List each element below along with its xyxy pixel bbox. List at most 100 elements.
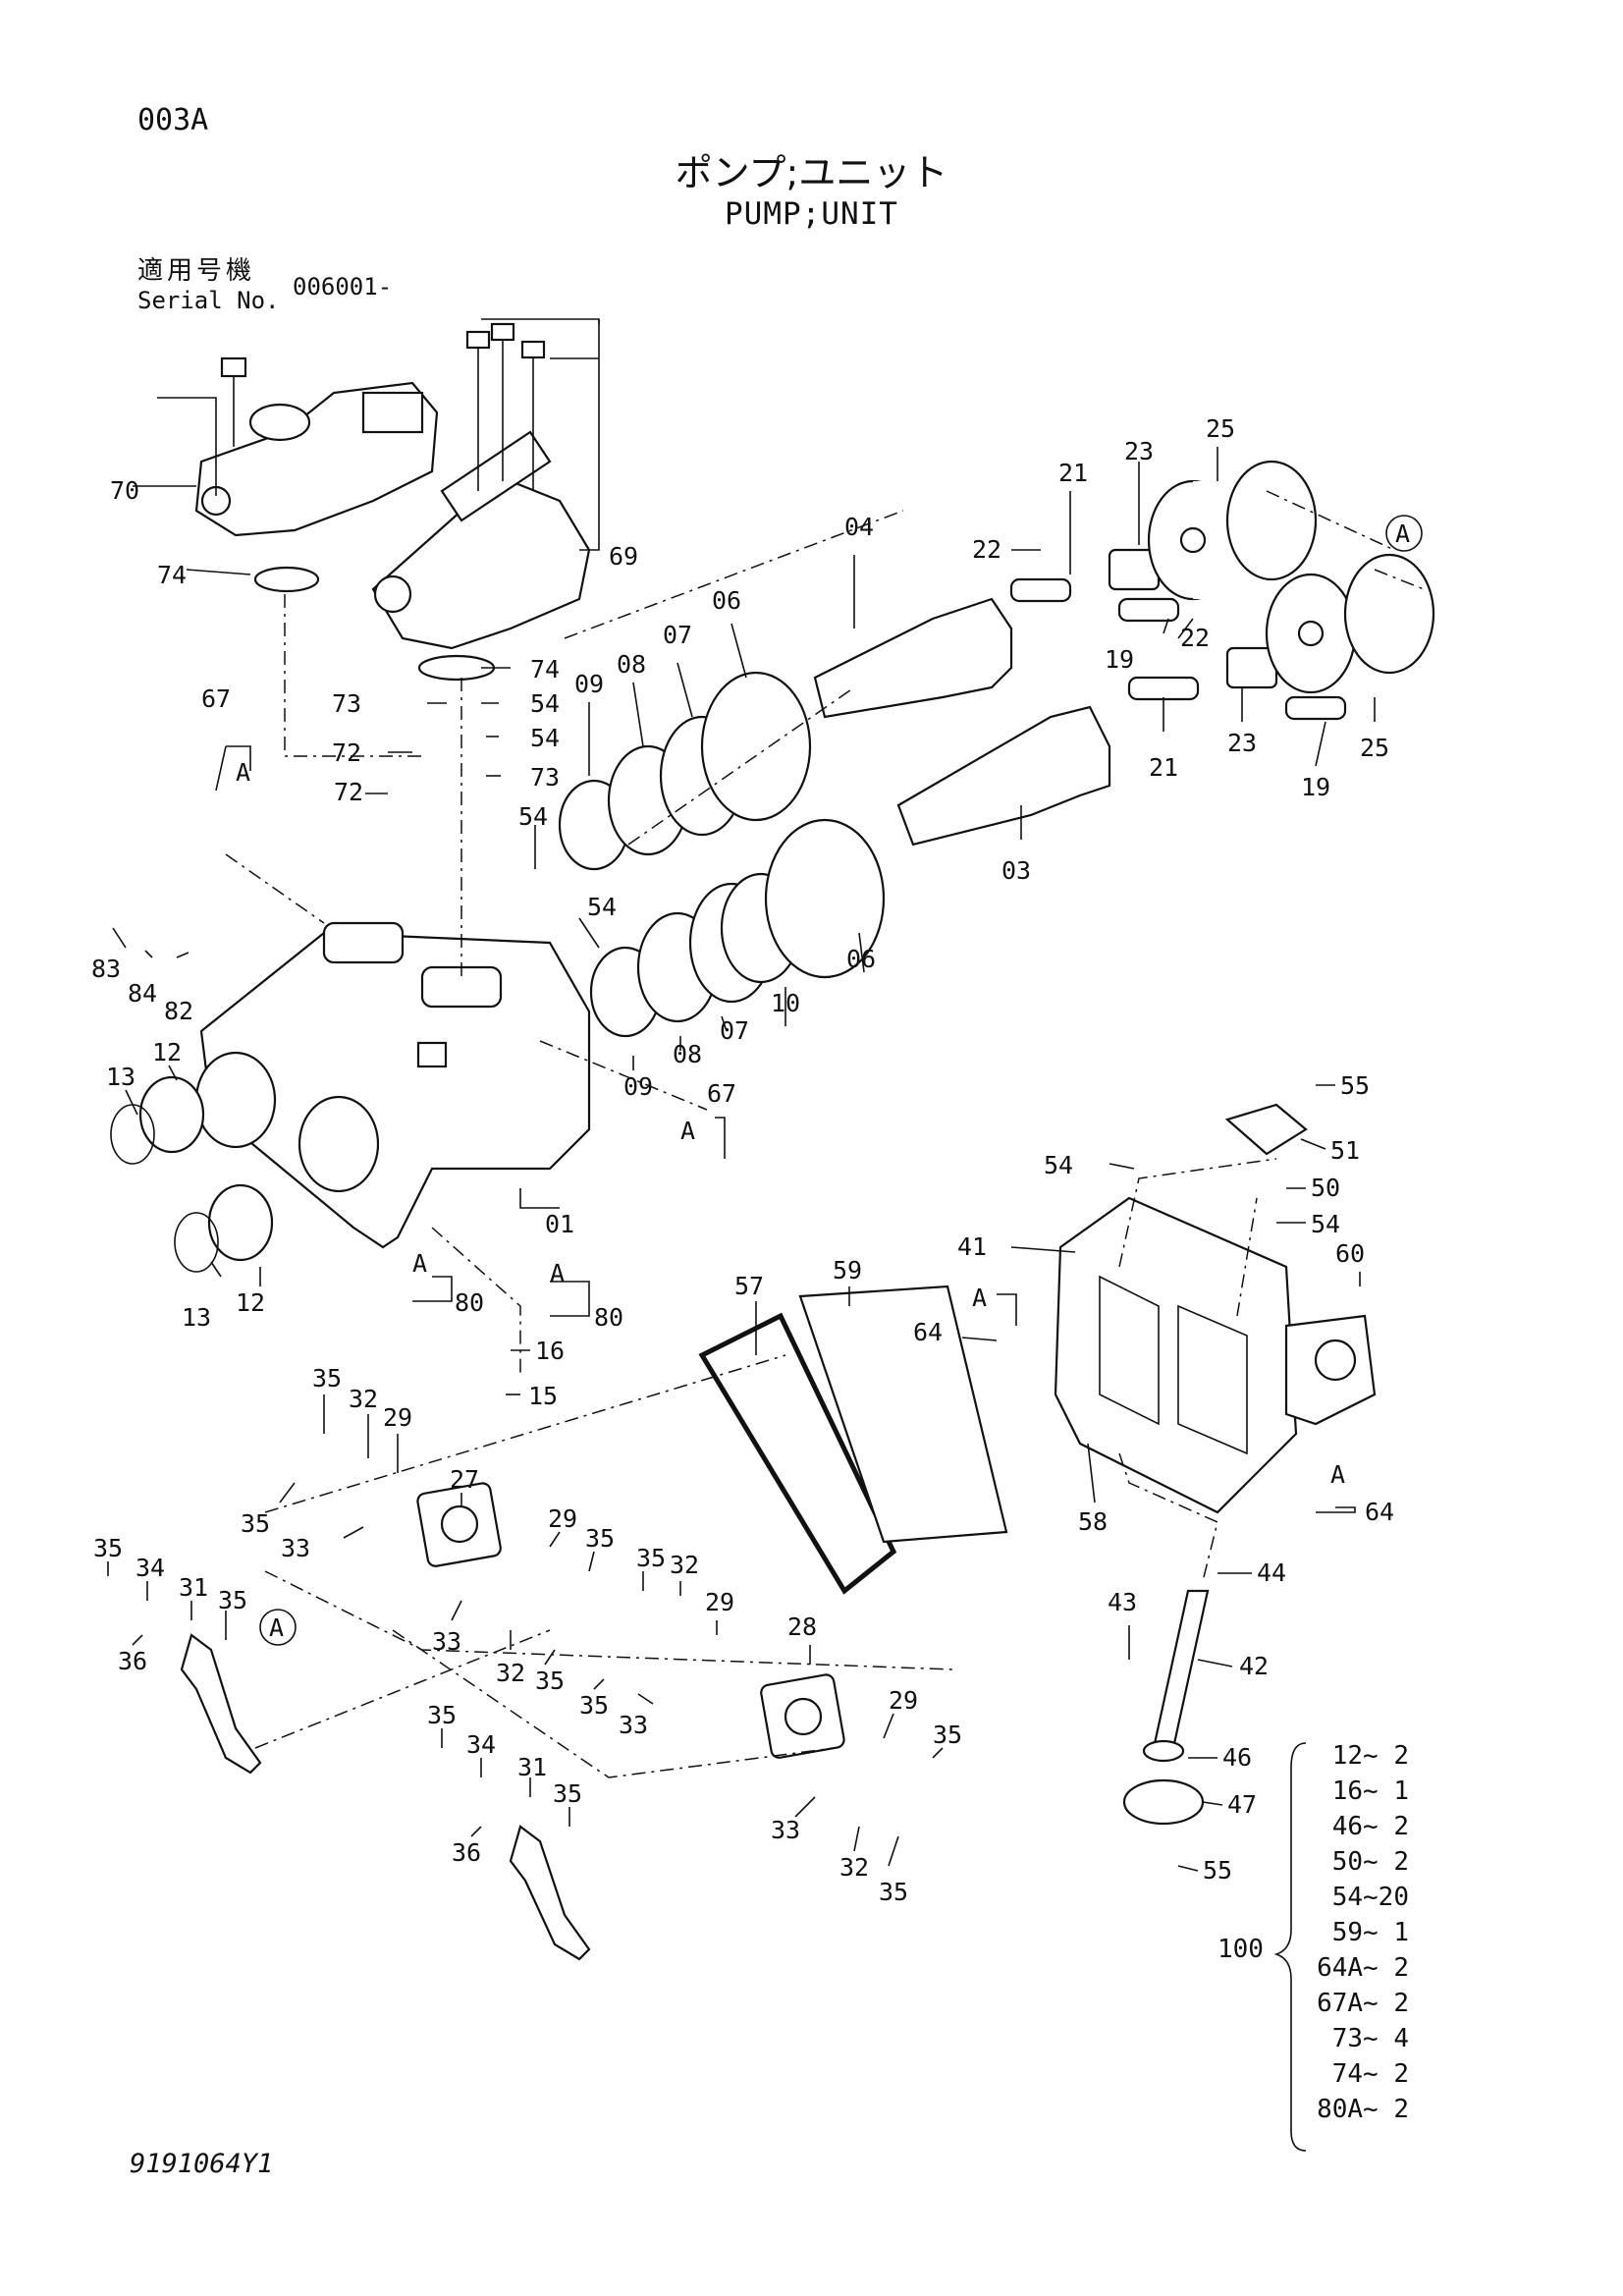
callout-label: 35 bbox=[427, 1701, 457, 1729]
callout-label: 22 bbox=[1180, 624, 1210, 652]
kit-item: 12~ 2 bbox=[1331, 1741, 1409, 1771]
leader-lines bbox=[107, 318, 1376, 2152]
kit-item: 54~20 bbox=[1331, 1883, 1409, 1912]
callout-label: 54 bbox=[1311, 1210, 1340, 1238]
callout-label: 43 bbox=[1108, 1588, 1137, 1616]
callout-label: 74 bbox=[157, 561, 187, 589]
serial-number-value: 006001- bbox=[293, 273, 393, 301]
callout-label: A bbox=[680, 1117, 695, 1145]
lever-31-left-shape bbox=[180, 1633, 262, 1775]
callout-label: 32 bbox=[349, 1385, 378, 1413]
callout-label: 35 bbox=[585, 1524, 615, 1553]
callout-label: 35 bbox=[553, 1779, 582, 1808]
piston-19-upper-shape bbox=[1117, 597, 1180, 623]
page-title-english: PUMP;UNIT bbox=[725, 196, 898, 232]
kit-item: 80A~ 2 bbox=[1317, 2095, 1409, 2124]
document-code: 9191064Y1 bbox=[130, 2149, 274, 2179]
callout-label: 72 bbox=[332, 738, 361, 767]
callout-label: 35 bbox=[636, 1544, 666, 1572]
callout-label: 84 bbox=[128, 979, 157, 1008]
callout-label: 35 bbox=[312, 1364, 342, 1393]
callout-label: 34 bbox=[466, 1730, 496, 1759]
callout-label: 27 bbox=[450, 1465, 479, 1494]
callout-label: 04 bbox=[844, 513, 874, 541]
callout-label: 67 bbox=[201, 684, 231, 713]
valve-block-41-shape bbox=[1054, 1196, 1377, 1514]
callout-label: 29 bbox=[889, 1686, 918, 1715]
callout-label: 60 bbox=[1335, 1239, 1365, 1268]
page-code: 003A bbox=[137, 103, 209, 137]
callout-label: 55 bbox=[1203, 1856, 1232, 1885]
callout-label: 35 bbox=[93, 1534, 123, 1562]
callout-label: 33 bbox=[771, 1816, 800, 1844]
callout-labels: 70 74 69 74 67 A 73 54 72 54 72 73 54 09… bbox=[91, 414, 1423, 1906]
snap-ring-13-lower-shape bbox=[174, 1212, 219, 1273]
callout-label: 07 bbox=[720, 1016, 749, 1045]
callout-label: 29 bbox=[383, 1403, 412, 1432]
regulator-69-shape bbox=[371, 322, 591, 682]
kit-item: 16~ 1 bbox=[1331, 1777, 1409, 1806]
callout-label: 35 bbox=[879, 1878, 908, 1906]
callout-label: 35 bbox=[535, 1667, 565, 1695]
oring-74-shape bbox=[253, 566, 320, 593]
kit-item: 50~ 2 bbox=[1331, 1847, 1409, 1877]
cover-51-shape bbox=[1224, 1103, 1308, 1156]
bearing-06-upper-shape bbox=[700, 671, 812, 822]
callout-label: 23 bbox=[1227, 729, 1257, 757]
gasket-57-shape bbox=[698, 1312, 897, 1595]
part-shapes bbox=[110, 322, 1435, 1961]
callout-label: 29 bbox=[705, 1588, 734, 1616]
callout-label: 69 bbox=[609, 542, 638, 571]
callout-label: 54 bbox=[530, 689, 560, 718]
callout-label: 13 bbox=[182, 1303, 211, 1332]
callout-label: 36 bbox=[118, 1647, 147, 1675]
callout-label: 01 bbox=[545, 1210, 574, 1238]
callout-label: 35 bbox=[579, 1691, 609, 1720]
cylinder-block-25-upper-shape bbox=[1147, 460, 1318, 601]
callout-label: 16 bbox=[535, 1337, 565, 1365]
callout-label: 10 bbox=[771, 989, 800, 1017]
lever-31-right-shape bbox=[509, 1825, 591, 1961]
callout-label: 51 bbox=[1330, 1136, 1360, 1165]
callout-label: A bbox=[412, 1249, 427, 1278]
callout-label: 36 bbox=[452, 1838, 481, 1867]
cover-47-shape bbox=[1122, 1778, 1205, 1826]
callout-label: 64 bbox=[1365, 1498, 1394, 1526]
callout-label: 25 bbox=[1206, 414, 1235, 443]
callout-label: 42 bbox=[1239, 1652, 1269, 1680]
callout-label: 28 bbox=[787, 1613, 817, 1641]
serial-label-japanese: 適用号機 bbox=[137, 256, 256, 286]
callout-label: 32 bbox=[670, 1551, 699, 1579]
callout-label: 54 bbox=[518, 802, 548, 831]
callout-label: 67 bbox=[707, 1079, 736, 1108]
svg-text:A: A bbox=[1395, 519, 1410, 548]
callout-label: 33 bbox=[281, 1534, 310, 1562]
callout-label: 12 bbox=[152, 1038, 182, 1066]
kit-number-label: 100 bbox=[1217, 1935, 1264, 1964]
callout-label: 21 bbox=[1149, 753, 1178, 782]
callout-a-circle: A bbox=[259, 1609, 297, 1646]
callout-label: 06 bbox=[846, 945, 876, 973]
callout-label: 32 bbox=[496, 1659, 525, 1687]
callout-label: 15 bbox=[528, 1382, 558, 1410]
seal-12-upper-shape bbox=[138, 1075, 205, 1154]
callout-label: 09 bbox=[574, 670, 604, 698]
callout-label: 72 bbox=[334, 778, 363, 806]
callout-label: 83 bbox=[91, 955, 121, 983]
callout-label: 50 bbox=[1311, 1174, 1340, 1202]
piston-21-upper-shape bbox=[1009, 577, 1072, 603]
callout-label: 82 bbox=[164, 997, 193, 1025]
callout-label: 35 bbox=[241, 1509, 270, 1538]
callout-label: 34 bbox=[135, 1554, 165, 1582]
callout-label: 08 bbox=[673, 1040, 702, 1068]
casing-01-shape bbox=[194, 921, 591, 1249]
callout-label: 07 bbox=[663, 621, 692, 649]
callout-label: 80 bbox=[455, 1288, 484, 1317]
callout-label: 54 bbox=[587, 893, 617, 921]
kit-item: 74~ 2 bbox=[1331, 2059, 1409, 2089]
callout-label: 33 bbox=[619, 1711, 648, 1739]
assembly-lines bbox=[225, 490, 1425, 1778]
kit-item: 73~ 4 bbox=[1331, 2024, 1409, 2053]
callout-label: 54 bbox=[1044, 1151, 1073, 1179]
